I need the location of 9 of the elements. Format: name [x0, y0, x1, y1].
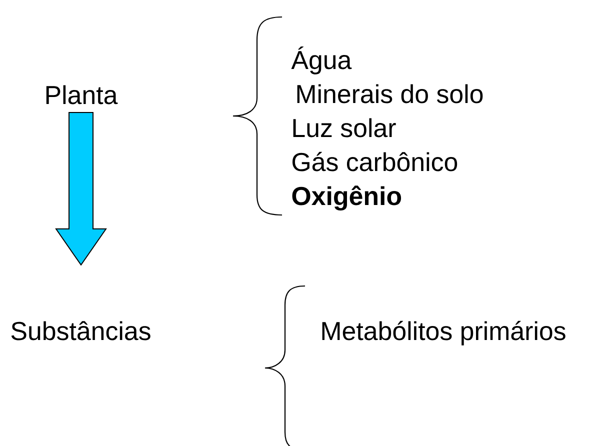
block-arrow: [55, 112, 107, 266]
node-label: Substâncias: [11, 321, 150, 340]
list-item: Gás carbônico: [292, 152, 458, 172]
list-item: Luz solar: [293, 118, 396, 138]
list-item: Água: [291, 46, 352, 74]
list-item: Oxigênio: [292, 186, 402, 210]
list-item: Metabólitos primários: [322, 320, 566, 346]
node-label: Planta: [46, 85, 118, 104]
list-item: Minerais do solo: [297, 84, 483, 104]
